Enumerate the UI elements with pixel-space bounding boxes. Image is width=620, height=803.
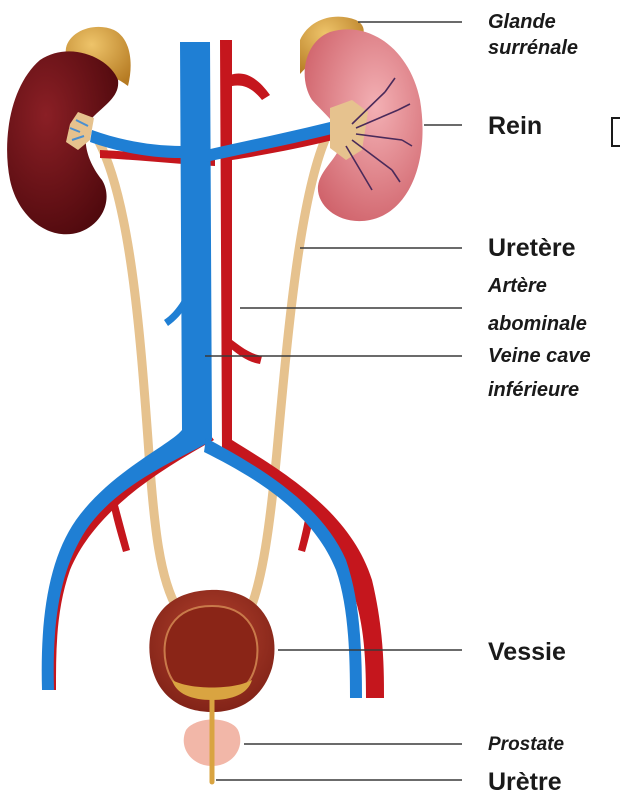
artery-branch-pelvic-left <box>111 505 130 552</box>
right-ureter <box>250 140 325 610</box>
label-veine-line1: Veine cave <box>488 345 591 367</box>
right-kidney <box>300 17 423 221</box>
label-glande-line2: surrénale <box>488 37 578 59</box>
left-kidney <box>7 27 131 234</box>
label-veine-line2: inférieure <box>488 379 579 401</box>
label-rein: Rein <box>488 112 542 140</box>
label-uretere: Uretère <box>488 234 576 262</box>
label-artere-line1: Artère <box>487 275 547 297</box>
left-ureter <box>98 140 178 610</box>
label-artere-line2: abominale <box>488 313 587 335</box>
label-uretre: Urètre <box>488 768 562 796</box>
label-glande-line1: Glande <box>488 11 556 33</box>
artery-branch-mid <box>230 340 262 364</box>
cropped-box-edge <box>612 118 620 146</box>
label-prostate: Prostate <box>488 734 564 755</box>
label-vessie: Vessie <box>488 638 566 666</box>
labels: Glande surrénale Rein Uretère Artère abo… <box>487 11 591 796</box>
artery-branch-top-right <box>230 74 270 100</box>
bladder-inner <box>165 606 258 696</box>
bladder-group <box>149 590 274 782</box>
